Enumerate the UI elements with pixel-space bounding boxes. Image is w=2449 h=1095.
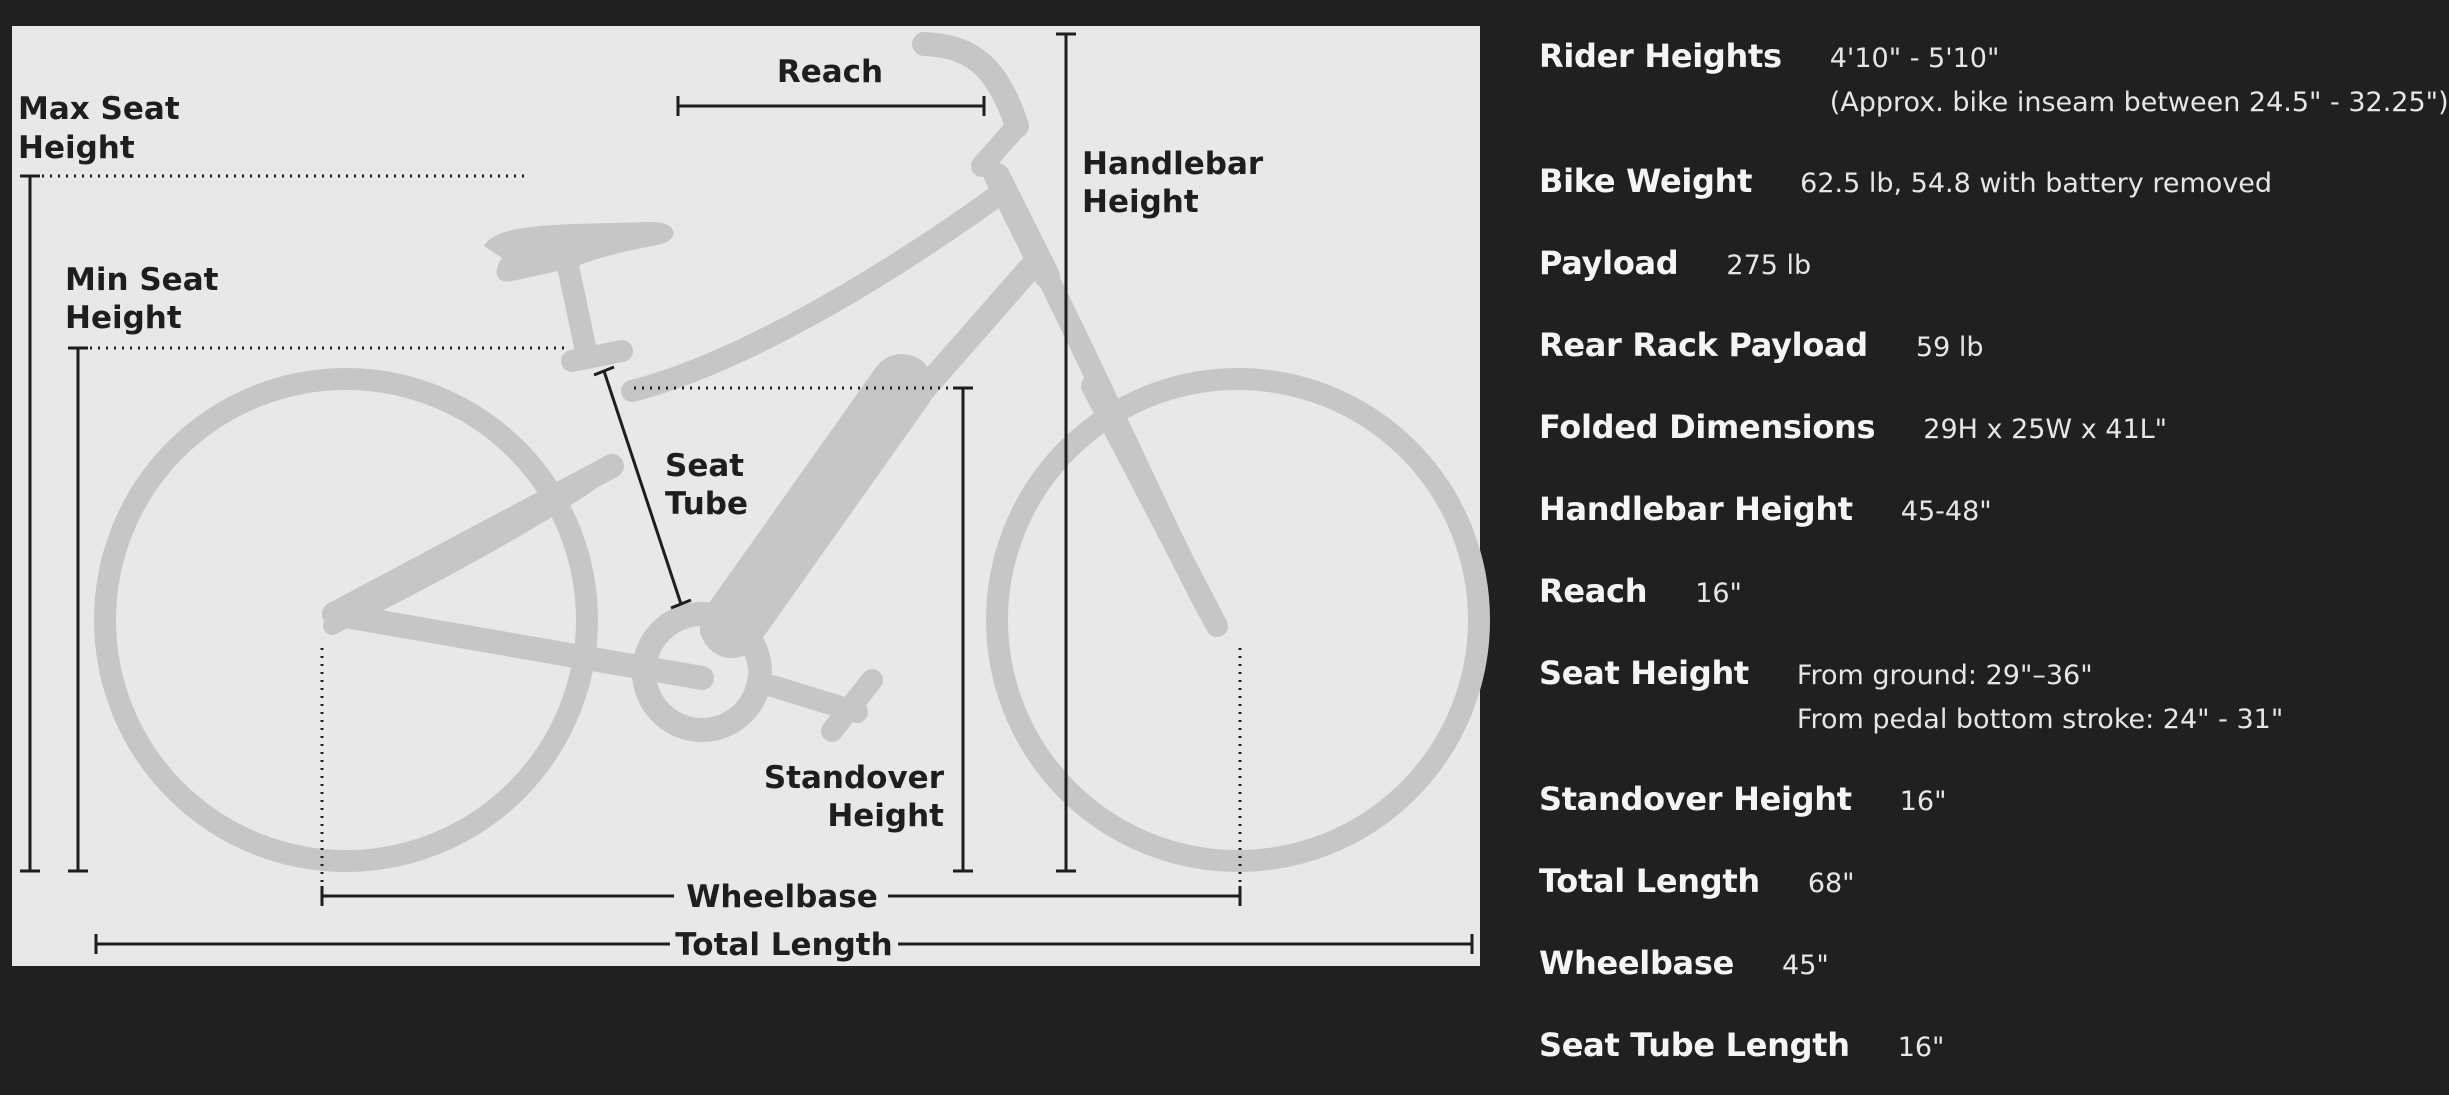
spec-label: Bike Weight (1539, 162, 1753, 200)
spec-values: 29H x 25W x 41L" (1923, 405, 2167, 452)
spec-label: Reach (1539, 572, 1648, 610)
wheelbase-label: Wheelbase (686, 879, 878, 915)
dimension-lines (20, 32, 1474, 954)
standover-height-label-line1: Standover (764, 760, 945, 796)
bike-silhouette (94, 32, 1490, 872)
saddle (484, 222, 674, 282)
spec-values: 275 lb (1726, 241, 1811, 288)
spec-values: 16" (1695, 569, 1742, 616)
diagram-svg: Reach Max Seat Height Handlebar Height M… (18, 32, 1490, 963)
top-tube (621, 185, 1008, 402)
handlebar-height-label-line2: Height (1082, 184, 1199, 220)
seat-tube-label-line2: Tube (665, 486, 748, 522)
spec-label: Total Length (1539, 862, 1760, 900)
spec-label: Folded Dimensions (1539, 408, 1876, 446)
spec-row-payload: Payload 275 lb (1539, 241, 1811, 288)
spec-value: 29H x 25W x 41L" (1923, 414, 2168, 445)
max-seat-height-label-line1: Max Seat (18, 91, 180, 127)
spec-row-seat-tube-length: Seat Tube Length 16" (1539, 1023, 1944, 1070)
main-tube (700, 254, 1044, 643)
spec-row-folded-dimensions: Folded Dimensions 29H x 25W x 41L" (1539, 405, 2167, 452)
spec-row-standover-height: Standover Height 16" (1539, 777, 1947, 824)
spec-row-rear-rack-payload: Rear Rack Payload 59 lb (1539, 323, 1984, 370)
spec-label: Rider Heights (1539, 37, 1782, 75)
handlebar (912, 32, 1029, 138)
spec-value: 16" (1897, 1032, 1945, 1063)
spec-value: 4'10" - 5'10" (1829, 43, 2000, 74)
max-seat-height-label-line2: Height (18, 130, 135, 166)
spec-label: Standover Height (1539, 780, 1852, 818)
handlebar-height-label-line1: Handlebar (1082, 146, 1264, 182)
crank (632, 602, 772, 742)
spec-value: From ground: 29"–36" (1796, 660, 2093, 691)
head-tube (984, 163, 1060, 289)
spec-row-handlebar-height: Handlebar Height 45-48" (1539, 487, 1992, 534)
rear-stay-curve (323, 457, 621, 635)
spec-values: 16" (1898, 1023, 1945, 1070)
spec-values: 45" (1782, 941, 1829, 988)
spec-value: 16" (1695, 578, 1742, 609)
spec-values: 59 lb (1916, 323, 1984, 370)
spec-label: Handlebar Height (1539, 490, 1853, 528)
spec-values: 4'10" - 5'10" (Approx. bike inseam betwe… (1830, 34, 2449, 125)
spec-row-bike-weight: Bike Weight 62.5 lb, 54.8 with battery r… (1539, 159, 2272, 206)
seat-post (557, 255, 598, 367)
spec-value: 45" (1782, 950, 1829, 981)
spec-value: (Approx. bike inseam between 24.5" - 32.… (1829, 87, 2449, 118)
spec-values: 45-48" (1901, 487, 1992, 534)
spec-row-seat-height: Seat Height From ground: 29"–36" From pe… (1539, 651, 2283, 742)
spec-label: Seat Tube Length (1539, 1026, 1850, 1064)
min-seat-height-label-line1: Min Seat (65, 262, 219, 298)
spec-value: 62.5 lb, 54.8 with battery removed (1800, 168, 2273, 199)
spec-row-rider-heights: Rider Heights 4'10" - 5'10" (Approx. bik… (1539, 34, 2449, 125)
seat-tube-tick-top (593, 365, 615, 377)
spec-row-reach: Reach 16" (1539, 569, 1742, 616)
spec-label: Seat Height (1539, 654, 1749, 692)
pedal (821, 669, 883, 742)
spec-row-total-length: Total Length 68" (1539, 859, 1855, 906)
spec-value: 45-48" (1900, 496, 1992, 527)
spec-value: 68" (1807, 868, 1855, 899)
spec-value: 59 lb (1915, 332, 1984, 363)
rear-wheel (94, 368, 598, 872)
front-rack-hook (1081, 375, 1228, 637)
bike-geometry-diagram: Reach Max Seat Height Handlebar Height M… (12, 26, 1490, 966)
total-length-label: Total Length (675, 927, 892, 963)
spec-row-wheelbase: Wheelbase 45" (1539, 941, 1829, 988)
spec-label: Rear Rack Payload (1539, 326, 1868, 364)
spec-value: 16" (1899, 786, 1947, 817)
spec-values: 62.5 lb, 54.8 with battery removed (1800, 159, 2272, 206)
spec-values: From ground: 29"–36" From pedal bottom s… (1797, 651, 2283, 742)
front-wheel (986, 368, 1490, 872)
spec-value: 275 lb (1726, 250, 1812, 281)
spec-value: From pedal bottom stroke: 24" - 31" (1796, 704, 2284, 735)
seat-tube-line (602, 370, 683, 605)
reach-label: Reach (777, 54, 883, 90)
spec-label: Wheelbase (1539, 944, 1735, 982)
spec-label: Payload (1539, 244, 1679, 282)
spec-values: 16" (1900, 777, 1947, 824)
seat-tube-tick-bottom (670, 598, 692, 610)
seat-clamp (561, 340, 633, 372)
spec-list: Rider Heights 4'10" - 5'10" (Approx. bik… (1539, 0, 2449, 1095)
standover-height-label-line2: Height (827, 798, 944, 834)
bike-geometry-page: Reach Max Seat Height Handlebar Height M… (12, 0, 2449, 1095)
spec-values: 68" (1808, 859, 1855, 906)
seat-tube-label-line1: Seat (665, 448, 744, 484)
min-seat-height-label-line2: Height (65, 300, 182, 336)
